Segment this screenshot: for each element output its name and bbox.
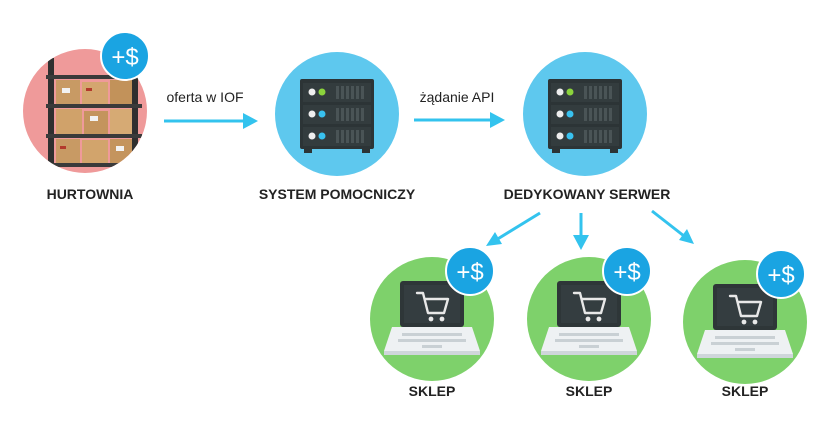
money-badge-icon: +$ bbox=[100, 31, 150, 81]
laptop-cart-icon bbox=[384, 281, 480, 355]
arrow-server-to-shop-1 bbox=[486, 211, 541, 246]
arrow-helper-to-server bbox=[414, 112, 505, 128]
money-badge-icon: +$ bbox=[756, 249, 806, 299]
helper-system-node: SYSTEM POMOCNICZY bbox=[259, 52, 416, 202]
badge-text: +$ bbox=[111, 44, 138, 71]
arrow-server-to-shop-3 bbox=[651, 209, 694, 244]
money-badge-icon: +$ bbox=[602, 246, 652, 296]
shop-label: SKLEP bbox=[566, 383, 613, 399]
warehouse-label: HURTOWNIA bbox=[47, 186, 134, 202]
server-icon bbox=[548, 79, 622, 153]
arrow-server-to-shop-2 bbox=[573, 213, 589, 250]
badge-text: +$ bbox=[613, 259, 640, 286]
shop-node: +$ SKLEP bbox=[527, 246, 652, 399]
badge-text: +$ bbox=[767, 262, 794, 289]
arrow-warehouse-to-helper bbox=[164, 113, 258, 129]
server-icon bbox=[300, 79, 374, 153]
badge-text: +$ bbox=[456, 259, 483, 286]
shop-node: +$ SKLEP bbox=[370, 246, 495, 399]
shop-node: +$ SKLEP bbox=[683, 249, 807, 399]
laptop-cart-icon bbox=[697, 284, 793, 358]
edge-label-api-request: żądanie API bbox=[420, 89, 495, 105]
warehouse-shelves-icon bbox=[46, 58, 142, 168]
money-badge-icon: +$ bbox=[445, 246, 495, 296]
shop-label: SKLEP bbox=[722, 383, 769, 399]
dedicated-server-node: DEDYKOWANY SERWER bbox=[504, 52, 671, 202]
edge-label-offer: oferta w IOF bbox=[166, 89, 243, 105]
helper-system-label: SYSTEM POMOCNICZY bbox=[259, 186, 416, 202]
laptop-cart-icon bbox=[541, 281, 637, 355]
dedicated-server-label: DEDYKOWANY SERWER bbox=[504, 186, 671, 202]
shop-label: SKLEP bbox=[409, 383, 456, 399]
warehouse-node: +$ HURTOWNIA bbox=[23, 31, 150, 202]
